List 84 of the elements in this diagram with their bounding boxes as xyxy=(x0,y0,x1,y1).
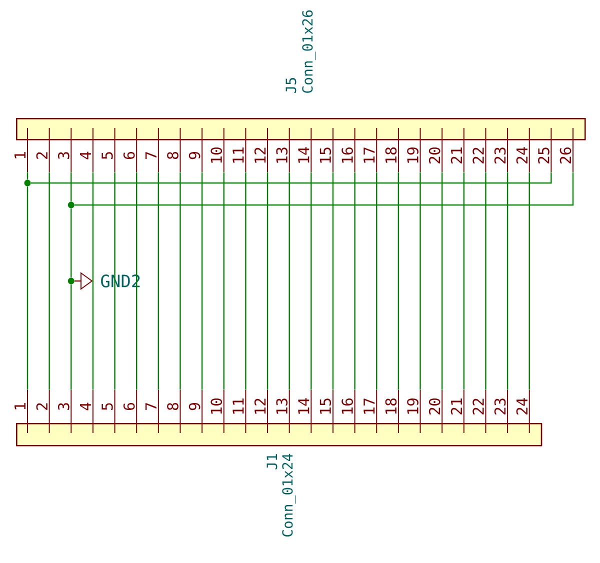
pin: 13 xyxy=(276,390,290,434)
pin: 21 xyxy=(450,390,464,434)
reference-label: J1 xyxy=(266,454,278,470)
pin: 11 xyxy=(232,128,246,172)
wire xyxy=(26,186,28,390)
pin: 2 xyxy=(36,390,50,434)
reference-label: J5 xyxy=(286,78,296,94)
pin: 8 xyxy=(167,128,181,172)
pin: 1 xyxy=(14,128,28,172)
pin: 24 xyxy=(516,390,530,434)
pin: 17 xyxy=(364,128,378,172)
pin: 19 xyxy=(407,128,421,172)
pin: 16 xyxy=(342,128,356,172)
wire xyxy=(70,284,72,390)
wire xyxy=(266,172,268,390)
pin: 22 xyxy=(472,128,486,172)
wire xyxy=(288,172,290,390)
pin: 4 xyxy=(80,390,94,434)
pin: 24 xyxy=(516,128,530,172)
pin: 6 xyxy=(123,390,138,434)
pin: 3 xyxy=(58,128,72,172)
wire xyxy=(223,172,224,390)
pin: 19 xyxy=(407,390,421,434)
pin: 2 xyxy=(36,128,50,172)
pin: 3 xyxy=(58,390,72,434)
wire xyxy=(70,172,72,202)
pin: 15 xyxy=(320,390,334,434)
wire xyxy=(398,172,400,390)
pin: 11 xyxy=(232,390,246,434)
wire xyxy=(506,172,508,390)
wire xyxy=(485,172,486,390)
pin: 10 xyxy=(210,390,224,434)
pin: 21 xyxy=(450,128,464,172)
wire xyxy=(376,172,378,390)
pin: 12 xyxy=(254,390,268,434)
pin: 15 xyxy=(320,128,334,172)
pin: 5 xyxy=(102,390,116,434)
pin: 20 xyxy=(428,128,443,172)
wire xyxy=(332,172,334,390)
wire xyxy=(114,172,116,390)
pin: 22 xyxy=(472,390,486,434)
wire xyxy=(310,172,312,390)
pin: 14 xyxy=(298,128,312,172)
pin: 26 xyxy=(560,128,574,172)
pin: 18 xyxy=(385,128,399,172)
wire xyxy=(30,172,552,184)
pin: 18 xyxy=(385,390,399,434)
pin: 13 xyxy=(276,128,290,172)
wire xyxy=(74,280,81,282)
pin: 6 xyxy=(123,128,138,172)
wire xyxy=(180,172,181,390)
wire xyxy=(136,172,138,390)
wire xyxy=(74,172,574,206)
pin: 12 xyxy=(254,128,268,172)
wire xyxy=(245,172,246,390)
pin: 14 xyxy=(298,390,312,434)
wire xyxy=(528,172,530,390)
wire xyxy=(441,172,443,390)
pin: 20 xyxy=(428,390,443,434)
pin: 23 xyxy=(494,390,508,434)
wire xyxy=(463,172,464,390)
pin: 4 xyxy=(80,128,94,172)
pin: 9 xyxy=(188,390,203,434)
pin: 16 xyxy=(342,390,356,434)
pin: 23 xyxy=(494,128,508,172)
pin: 25 xyxy=(538,128,552,172)
pin: 10 xyxy=(210,128,224,172)
wire xyxy=(354,172,356,390)
pin: 8 xyxy=(167,390,181,434)
wire xyxy=(201,172,203,390)
wire xyxy=(48,172,50,390)
value-label: Conn_01x24 xyxy=(282,454,296,537)
pin: 17 xyxy=(364,390,378,434)
pin: 1 xyxy=(14,390,28,434)
pin: 5 xyxy=(102,128,116,172)
value-label: Conn_01x26 xyxy=(302,10,316,93)
wire xyxy=(158,172,160,390)
wire xyxy=(70,208,72,278)
pin: 7 xyxy=(145,390,159,434)
wire xyxy=(26,172,28,180)
pin: 7 xyxy=(145,128,159,172)
wire xyxy=(420,172,421,390)
pin: 9 xyxy=(188,128,203,172)
wire xyxy=(92,172,94,390)
